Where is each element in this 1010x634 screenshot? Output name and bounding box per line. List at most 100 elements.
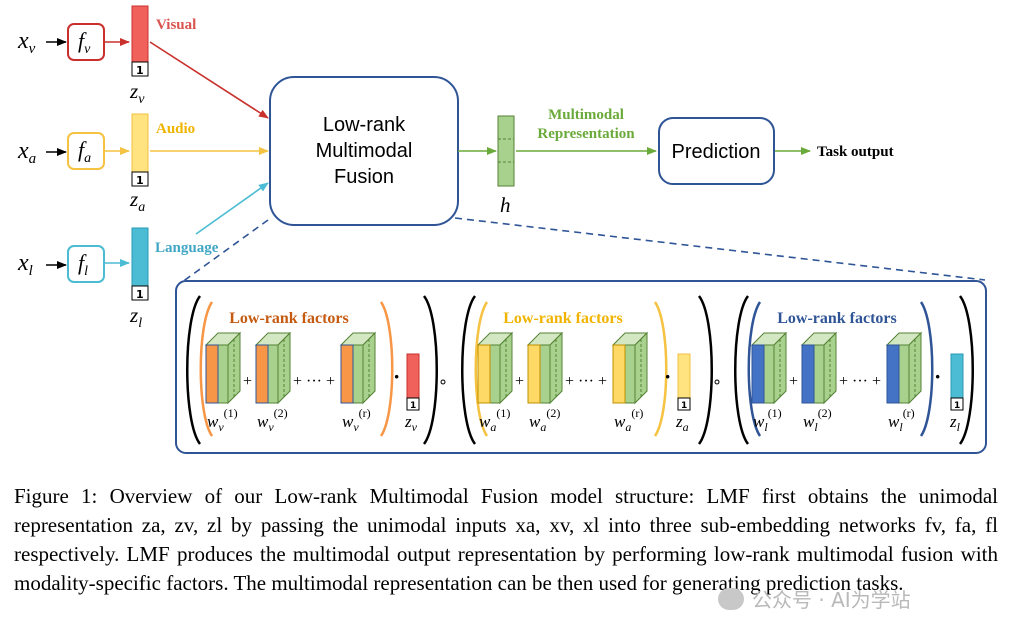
visual-input-symbol: xv bbox=[17, 28, 36, 57]
plus-sign: + bbox=[243, 373, 252, 390]
factor-w2-label: wl(2) bbox=[803, 406, 832, 434]
visual-branch: xv fv 1 zv Visual bbox=[17, 5, 269, 119]
factor-group-visual: Low-rank factors + + ··· + wv(1) wv(2) w… bbox=[186, 295, 438, 445]
audio-branch: xa fa 1 za Audio bbox=[17, 113, 269, 215]
factor-bracket-right bbox=[653, 301, 668, 437]
factor-w1-label: wa(1) bbox=[479, 406, 510, 434]
language-embedding-one: 1 bbox=[136, 288, 144, 301]
language-embedding-label: zl bbox=[129, 303, 142, 331]
audio-embedding-one-cell bbox=[131, 171, 149, 187]
zoom-line-left bbox=[177, 219, 269, 286]
representation-label-line2: Representation bbox=[537, 126, 635, 142]
embedding-bar bbox=[950, 353, 964, 399]
embedding-one: 1 bbox=[681, 401, 687, 411]
language-branch: xl fl 1 zl Language bbox=[17, 182, 269, 331]
outer-bracket-right bbox=[697, 295, 713, 445]
plus-sign: + bbox=[515, 373, 524, 390]
zoom-line-right bbox=[454, 217, 986, 281]
factor-w1 bbox=[205, 332, 241, 404]
factor-w2 bbox=[801, 332, 837, 404]
fusion-label-line1: Low-rank bbox=[323, 114, 406, 136]
visual-subnetwork-symbol: fv bbox=[78, 28, 91, 57]
factor-wr bbox=[340, 332, 376, 404]
audio-modality-label: Audio bbox=[156, 121, 195, 137]
factor-wr-label: wa(r) bbox=[614, 406, 643, 434]
audio-embedding-one: 1 bbox=[136, 174, 144, 187]
figure-caption: Figure 1: Overview of our Low-rank Multi… bbox=[14, 484, 998, 595]
factor-group-title: Low-rank factors bbox=[503, 310, 623, 327]
visual-modality-label: Visual bbox=[156, 17, 196, 33]
factor-wr bbox=[612, 332, 648, 404]
h-representation-bar bbox=[497, 115, 515, 187]
factor-w1 bbox=[751, 332, 787, 404]
factor-wr-label: wl(r) bbox=[888, 406, 915, 434]
factor-w2 bbox=[255, 332, 291, 404]
audio-embedding-bar bbox=[131, 113, 149, 173]
factor-w1 bbox=[477, 332, 513, 404]
embedding-label: za bbox=[675, 412, 689, 434]
outer-bracket-left bbox=[734, 295, 750, 445]
factor-w2-label: wv(2) bbox=[257, 406, 288, 434]
embedding-label: zv bbox=[404, 412, 418, 434]
visual-embedding-bar bbox=[131, 5, 149, 63]
plus-ellipsis: + ··· + bbox=[293, 373, 335, 390]
factor-bracket-left bbox=[474, 301, 489, 437]
lmf-diagram: xv fv 1 zv Visual xa fa 1 za Audio xl fl… bbox=[17, 5, 987, 454]
plus-sign: + bbox=[789, 373, 798, 390]
dot-product: · bbox=[664, 364, 671, 389]
fusion-label-line3: Fusion bbox=[334, 166, 394, 188]
plus-ellipsis: + ··· + bbox=[839, 373, 881, 390]
h-label: h bbox=[500, 193, 511, 217]
audio-input-symbol: xa bbox=[17, 138, 36, 167]
watermark-text: 公众号 · AI为学站 bbox=[752, 588, 911, 612]
factor-bracket-right bbox=[379, 301, 394, 437]
prediction-box bbox=[658, 117, 775, 185]
audio-subnetwork-symbol: fa bbox=[78, 137, 91, 166]
language-subnetwork-box bbox=[67, 245, 105, 283]
embedding-bar bbox=[677, 353, 691, 399]
hadamard-operator-2: ∘ bbox=[712, 372, 722, 391]
dot-product: · bbox=[934, 364, 941, 389]
language-embedding-bar bbox=[131, 227, 149, 287]
factor-group-audio: Low-rank factors + + ··· + wa(1) wa(2) w… bbox=[461, 295, 713, 445]
visual-embedding-label: zv bbox=[129, 79, 145, 107]
embedding-one: 1 bbox=[954, 401, 960, 411]
factor-group-language: Low-rank factors + + ··· + wl(1) wl(2) w… bbox=[734, 295, 974, 445]
fusion-detail-panel bbox=[175, 280, 987, 454]
embedding-one: 1 bbox=[410, 401, 416, 411]
hadamard-operator-1: ∘ bbox=[438, 372, 448, 391]
factor-w2 bbox=[527, 332, 563, 404]
visual-to-fusion-arrow bbox=[149, 41, 269, 119]
embedding-label: zl bbox=[949, 412, 961, 434]
factor-bracket-left bbox=[199, 301, 214, 437]
language-subnetwork-symbol: fl bbox=[78, 250, 88, 279]
factor-w1-label: wv(1) bbox=[207, 406, 238, 434]
visual-embedding-one: 1 bbox=[136, 64, 144, 77]
outer-bracket-right bbox=[958, 295, 974, 445]
outer-bracket-right bbox=[422, 295, 438, 445]
factor-wr bbox=[886, 332, 922, 404]
language-modality-label: Language bbox=[155, 240, 219, 256]
language-to-fusion-arrow bbox=[195, 182, 269, 235]
factor-wr-label: wv(r) bbox=[342, 406, 371, 434]
representation-label-line1: Multimodal bbox=[548, 107, 624, 123]
factor-w1-label: wl(1) bbox=[753, 406, 782, 434]
task-output-label: Task output bbox=[817, 144, 894, 160]
watermark: 公众号 · AI为学站 bbox=[718, 584, 911, 613]
outer-bracket-left bbox=[186, 295, 202, 445]
dot-product: · bbox=[393, 364, 400, 389]
embedding-bar bbox=[406, 353, 420, 399]
fusion-label-line2: Multimodal bbox=[316, 140, 413, 162]
embedding-one-cell bbox=[677, 397, 691, 411]
prediction-label: Prediction bbox=[672, 141, 761, 163]
factor-group-title: Low-rank factors bbox=[229, 310, 349, 327]
factor-group-title: Low-rank factors bbox=[777, 310, 897, 327]
factor-w2-label: wa(2) bbox=[529, 406, 560, 434]
visual-embedding-one-cell bbox=[131, 61, 149, 77]
embedding-one-cell bbox=[950, 397, 964, 411]
language-embedding-one-cell bbox=[131, 285, 149, 301]
wechat-logo-icon bbox=[718, 587, 744, 610]
outer-bracket-left bbox=[461, 295, 477, 445]
factor-bracket-left bbox=[747, 301, 762, 437]
plus-ellipsis: + ··· + bbox=[565, 373, 607, 390]
